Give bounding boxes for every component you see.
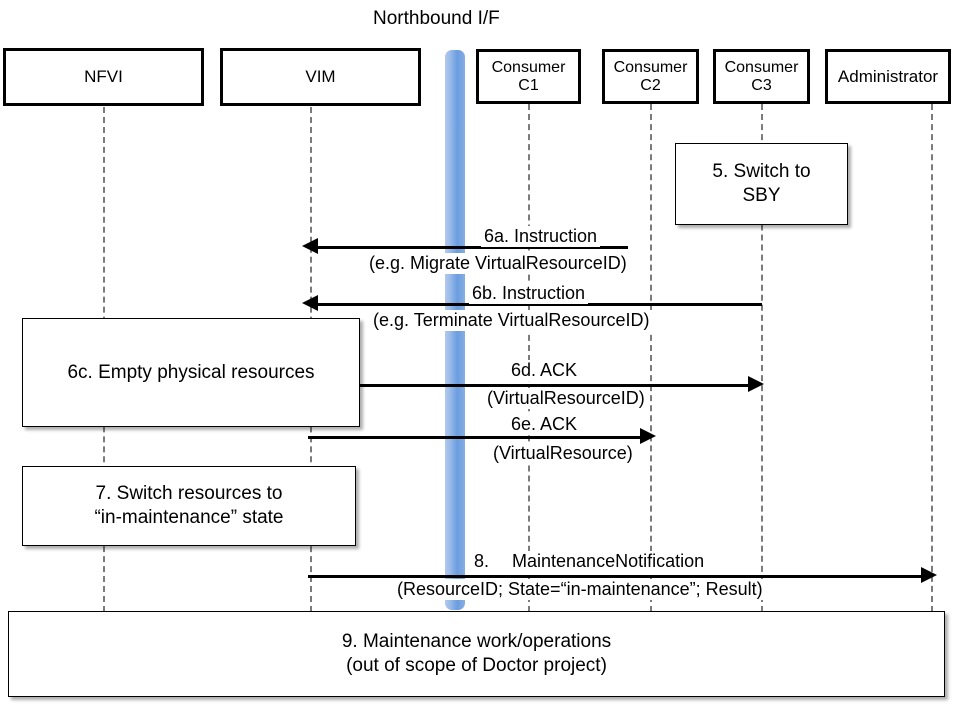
actor-label-consumer-c1: Consumer bbox=[491, 58, 566, 76]
message-sublabel-6b: (e.g. Terminate VirtualResourceID) bbox=[370, 310, 653, 331]
lifeline-consumer-c1 bbox=[528, 104, 530, 612]
actor-box-consumer-c2[interactable]: Consumer C2 bbox=[602, 49, 699, 104]
lifeline-administrator bbox=[931, 104, 933, 612]
note-empty-physical-resources[interactable]: 6c. Empty physical resources bbox=[22, 318, 360, 427]
actor-label-vim: VIM bbox=[305, 67, 336, 87]
note-switch-to-sby-line2: SBY bbox=[742, 185, 781, 206]
actor-label-consumer-c2: Consumer bbox=[613, 58, 688, 76]
note-switch-resources-in-maintenance[interactable]: 7. Switch resources to “in-maintenance” … bbox=[22, 466, 356, 546]
actor-box-vim[interactable]: VIM bbox=[220, 48, 421, 106]
message-line-6a bbox=[316, 246, 628, 249]
message-label-6b: 6b. Instruction bbox=[469, 283, 589, 304]
message-sublabel-6d: (VirtualResourceID) bbox=[484, 388, 648, 409]
note-switch-to-sby-line1: 5. Switch to bbox=[712, 161, 811, 183]
actor-label-consumer-c3-id: C3 bbox=[751, 76, 772, 94]
message-line-6b bbox=[316, 303, 762, 306]
actor-label-administrator: Administrator bbox=[837, 66, 939, 86]
message-sublabel-8: (ResourceID; State=“in-maintenance”; Res… bbox=[394, 579, 766, 600]
arrowhead-6d bbox=[748, 376, 764, 392]
note-maintenance-work-operations[interactable]: 9. Maintenance work/operations (out of s… bbox=[8, 611, 945, 697]
note-switch-to-sby[interactable]: 5. Switch to SBY bbox=[675, 143, 848, 225]
note-empty-physical-resources-line1: 6c. Empty physical resources bbox=[67, 361, 315, 383]
actor-box-consumer-c3[interactable]: Consumer C3 bbox=[713, 49, 810, 104]
actor-box-nfvi[interactable]: NFVI bbox=[3, 48, 204, 106]
actor-box-administrator[interactable]: Administrator bbox=[825, 49, 951, 104]
note-maintenance-work-line1: 9. Maintenance work/operations bbox=[341, 631, 612, 653]
message-line-8 bbox=[308, 575, 928, 578]
northbound-interface-title: Northbound I/F bbox=[373, 8, 500, 29]
actor-label-consumer-c2-id: C2 bbox=[640, 76, 661, 94]
arrowhead-8 bbox=[921, 567, 937, 583]
note-switch-resources-line2: “in-maintenance” state bbox=[94, 507, 284, 528]
message-label-6e: 6e. ACK bbox=[508, 414, 581, 435]
message-label-8: 8. MaintenanceNotification bbox=[471, 551, 708, 572]
message-label-6a: 6a. Instruction bbox=[481, 226, 601, 247]
message-sublabel-6a: (e.g. Migrate VirtualResourceID) bbox=[366, 253, 630, 274]
message-sublabel-6e: (VirtualResource) bbox=[490, 443, 636, 464]
arrowhead-6e bbox=[640, 428, 656, 444]
message-label-6d: 6d. ACK bbox=[508, 360, 581, 381]
message-line-6d bbox=[358, 384, 750, 387]
actor-box-consumer-c1[interactable]: Consumer C1 bbox=[476, 49, 581, 104]
arrowhead-6a bbox=[302, 238, 318, 254]
note-maintenance-work-line2: (out of scope of Doctor project) bbox=[346, 655, 607, 676]
message-line-6e bbox=[308, 436, 645, 439]
actor-label-consumer-c1-id: C1 bbox=[518, 76, 539, 94]
lifeline-consumer-c2 bbox=[650, 104, 652, 612]
lifeline-consumer-c3 bbox=[761, 104, 763, 612]
arrowhead-6b bbox=[302, 295, 318, 311]
note-switch-resources-line1: 7. Switch resources to bbox=[95, 483, 283, 505]
actor-label-consumer-c3: Consumer bbox=[724, 58, 799, 76]
actor-label-nfvi: NFVI bbox=[84, 67, 123, 87]
